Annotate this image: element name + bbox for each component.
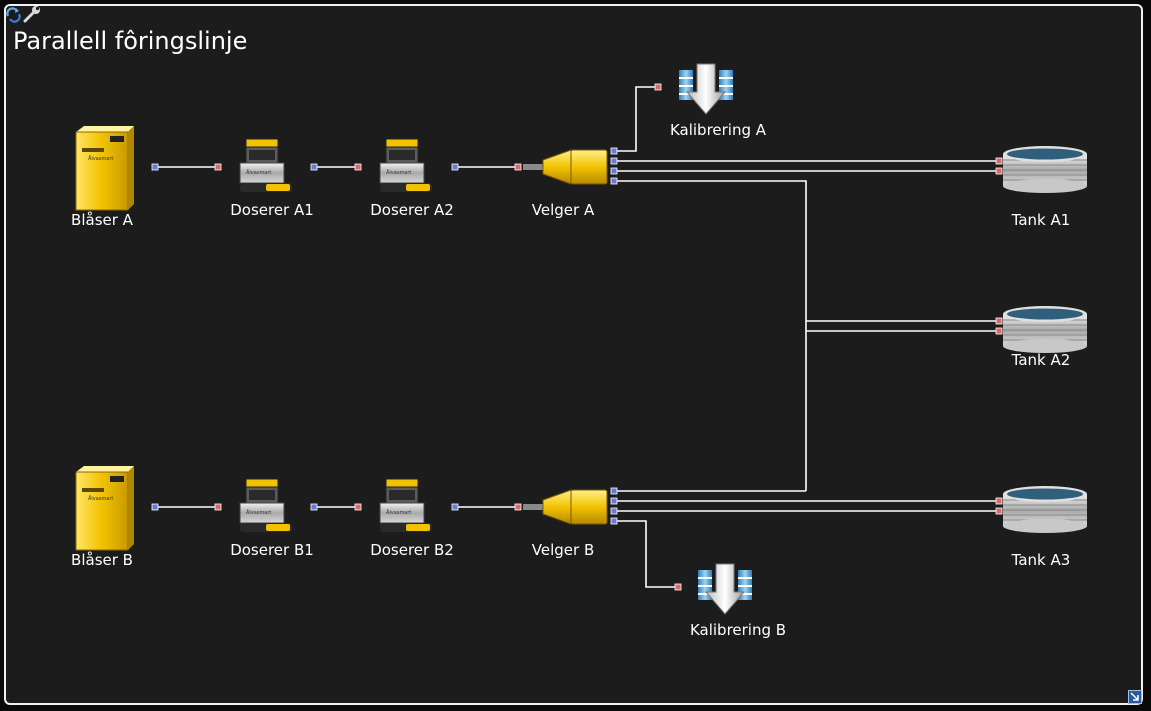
tank-a1-device[interactable] [1002,145,1088,194]
toolbar-icons [6,6,40,23]
blower-b-device[interactable] [75,465,135,551]
blower-b-brand: Ålvasmart [88,495,113,502]
page-title: Parallell fôringslinje [13,27,248,55]
output-ports [151,147,618,525]
refresh-icon[interactable] [6,7,21,23]
calibration-b-device[interactable] [697,563,753,615]
calibration-a-device[interactable] [678,63,734,115]
selector-b-device[interactable] [522,489,608,525]
resize-icon[interactable] [1128,690,1142,704]
label-doserer-a2: Doserer A2 [370,201,454,219]
label-doserer-a1: Doserer A1 [230,201,314,219]
label-blaser-a: Blåser A [71,211,133,229]
label-tank-a2: Tank A2 [1011,351,1071,369]
input-ports [214,83,1003,591]
tank-a3-device[interactable] [1002,485,1088,534]
selector-a-device[interactable] [522,149,608,185]
label-kalibrering-a: Kalibrering A [669,121,767,139]
doser-b1-device[interactable] [239,478,293,533]
diagram-panel [4,4,1143,705]
ports [151,83,1003,591]
blower-a-device[interactable] [75,125,135,211]
connection-lines [157,86,998,588]
label-velger-b: Velger B [531,541,595,559]
label-kalibrering-b: Kalibrering B [689,621,787,639]
wrench-icon[interactable] [23,6,40,23]
label-velger-a: Velger A [531,201,595,219]
label-tank-a1: Tank A1 [1011,211,1071,229]
label-doserer-b2: Doserer B2 [370,541,454,559]
blower-a-brand: Ålvasmart [88,155,113,162]
label-tank-a3: Tank A3 [1011,551,1071,569]
label-doserer-b1: Doserer B1 [230,541,314,559]
doser-b2-device[interactable] [379,478,433,533]
label-blaser-b: Blåser B [71,551,133,569]
doser-a1-device[interactable] [239,138,293,193]
doser-a2-device[interactable] [379,138,433,193]
tank-a2-device[interactable] [1002,305,1088,354]
